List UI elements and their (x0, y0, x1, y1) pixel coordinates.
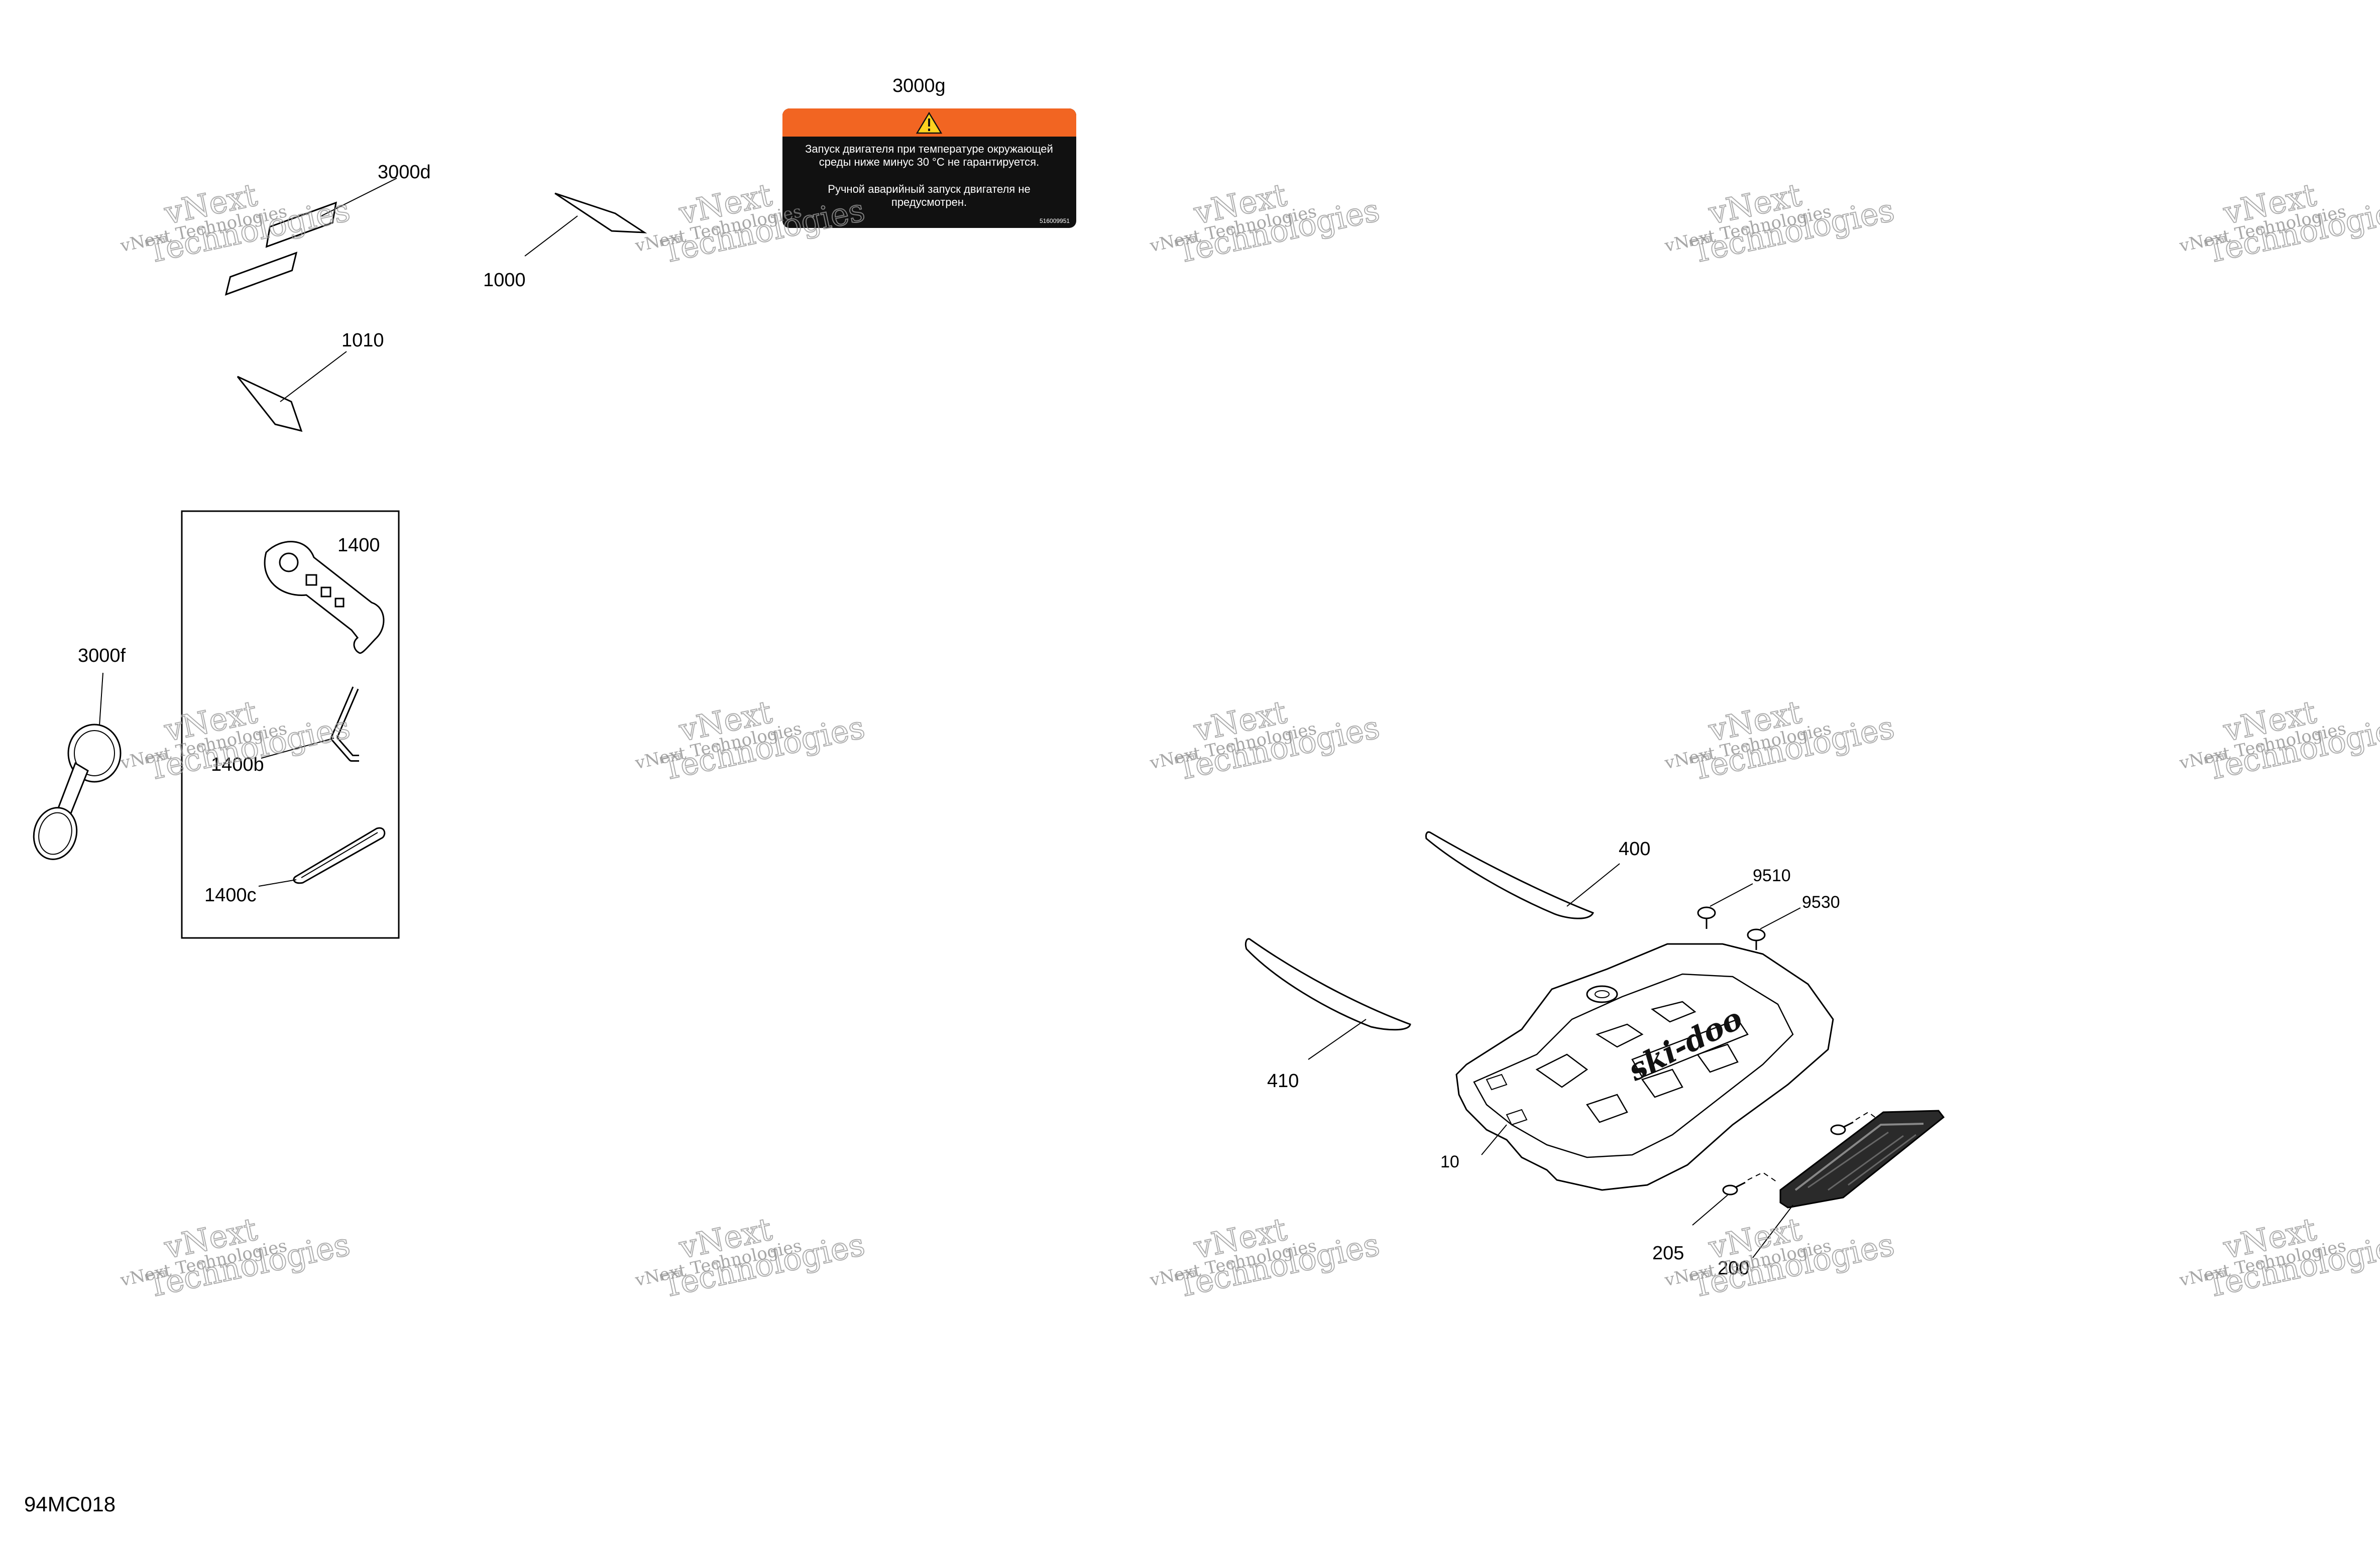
hex-key-1400b (261, 686, 359, 762)
screw-205 (1692, 1111, 1879, 1226)
label-3000g: 3000g (892, 75, 946, 96)
decal-1000 (524, 192, 647, 257)
label-1010: 1010 (342, 330, 384, 351)
tool-kit-box (181, 510, 400, 939)
label-205: 205 (1652, 1243, 1684, 1264)
rear-rack-10: ski-doo (1455, 943, 1834, 1191)
label-410: 410 (1267, 1071, 1299, 1092)
decal-line-2: среды ниже минус 30 °C не гарантируется. (819, 156, 1039, 168)
label-1400c: 1400c (204, 885, 257, 906)
decal-1010 (237, 351, 347, 432)
decal-3000d (224, 178, 397, 296)
label-200: 200 (1718, 1258, 1749, 1279)
warning-decal-3000g: Запуск двигателя при температуре окружаю… (782, 108, 1076, 228)
label-9510: 9510 (1753, 866, 1791, 885)
label-9530: 9530 (1802, 893, 1840, 912)
label-3000d: 3000d (378, 162, 431, 183)
decal-400 (1425, 831, 1620, 919)
decal-body (782, 108, 1076, 228)
spanner-wrench-1400 (264, 541, 385, 654)
label-1000: 1000 (483, 270, 526, 291)
decal-line-1: Запуск двигателя при температуре окружаю… (805, 143, 1053, 155)
label-10: 10 (1440, 1152, 1459, 1171)
label-400: 400 (1619, 839, 1650, 860)
decal-code: 516009951 (1040, 217, 1070, 224)
screw-9530 (1747, 907, 1801, 950)
warning-triangle-icon (916, 111, 943, 134)
strap-1400c (258, 827, 386, 887)
label-3000f: 3000f (78, 645, 126, 666)
screw-9510 (1697, 883, 1753, 929)
diagram-id: 94MC018 (24, 1492, 116, 1516)
decal-410 (1244, 938, 1411, 1060)
label-1400: 1400 (337, 535, 380, 556)
label-1400b: 1400b (211, 754, 264, 775)
decal-line-3: Ручной аварийный запуск двигателя не (828, 183, 1030, 195)
plate-200 (1752, 1110, 1945, 1258)
mirror-3000f (33, 672, 122, 860)
decal-line-4: предусмотрен. (891, 196, 967, 208)
